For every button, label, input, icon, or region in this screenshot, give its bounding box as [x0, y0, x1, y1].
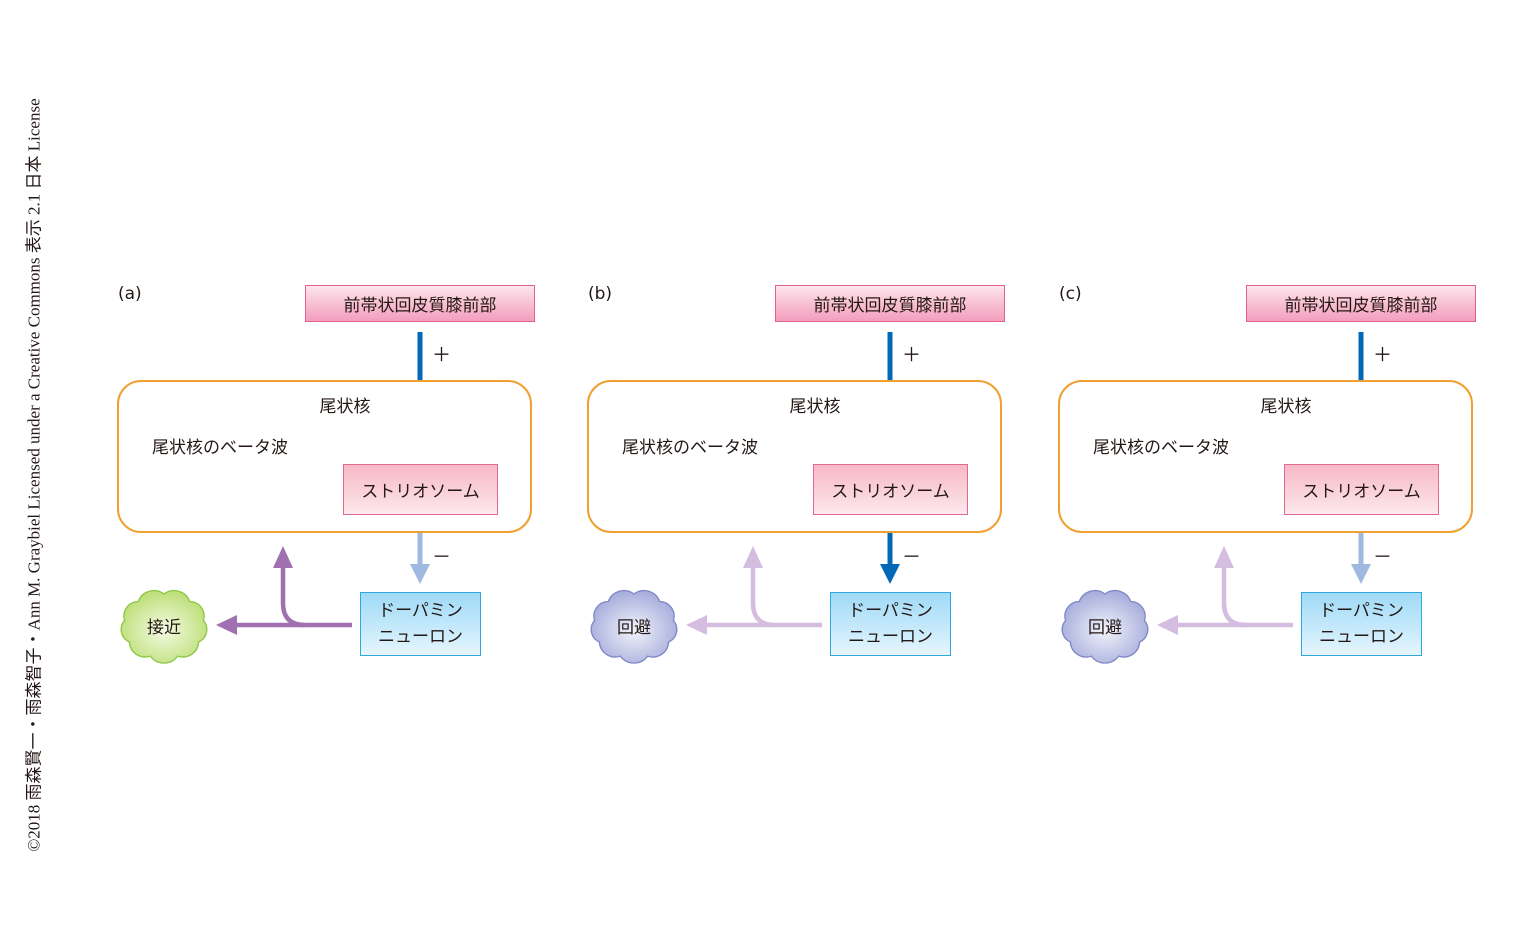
- arrowhead-dopamine-to-behavior: [216, 615, 237, 635]
- dopamine-neuron-box: ドーパミン ニューロン: [360, 592, 481, 656]
- caudate-nucleus-label: 尾状核: [1260, 397, 1312, 417]
- cortex-box-pregenual-acc: 前帯状回皮質膝前部: [1246, 285, 1476, 322]
- panel-label: (b): [588, 284, 613, 304]
- dopamine-label-line1: ドーパミン: [848, 601, 933, 621]
- excitatory-sign: ＋: [432, 344, 452, 366]
- caudate-nucleus-label: 尾状核: [789, 397, 841, 417]
- dopamine-label-line1: ドーパミン: [1319, 601, 1404, 621]
- diagram-panel-b: (b) 前帯状回皮質膝前部 ＋ 尾状核 尾状核のベータ波 ストリオソーム － ド…: [570, 270, 1020, 670]
- behavior-label: 接近: [147, 618, 181, 638]
- panel-label: (a): [118, 284, 142, 304]
- arrowhead-striosome-to-dopamine: [1351, 564, 1371, 584]
- dopamine-label-line1: ドーパミン: [378, 601, 463, 621]
- beta-wave-label: 尾状核のベータ波: [622, 438, 758, 458]
- arrow-dopamine-to-caudate: [1221, 566, 1293, 628]
- copyright-notice: ©2018 雨森賢一・雨森智子・Ann M. Graybiel Licensed…: [24, 98, 44, 852]
- arrowhead-dopamine-to-caudate: [273, 546, 293, 568]
- behavior-label: 回避: [1088, 618, 1122, 638]
- panel-label: (c): [1059, 284, 1082, 304]
- cortex-box-pregenual-acc: 前帯状回皮質膝前部: [305, 285, 535, 322]
- striosome-label: ストリオソーム: [831, 482, 950, 502]
- arrow-dopamine-to-caudate: [280, 566, 352, 628]
- cortex-label: 前帯状回皮質膝前部: [1284, 296, 1438, 316]
- dopamine-neuron-box: ドーパミン ニューロン: [1301, 592, 1422, 656]
- arrowhead-dopamine-to-caudate: [743, 546, 763, 568]
- striosome-box: ストリオソーム: [813, 464, 968, 515]
- arrowhead-striosome-to-dopamine: [410, 564, 430, 584]
- arrowhead-dopamine-to-caudate: [1214, 546, 1234, 568]
- arrow-dopamine-to-caudate: [750, 566, 822, 628]
- striosome-box: ストリオソーム: [343, 464, 498, 515]
- cortex-box-pregenual-acc: 前帯状回皮質膝前部: [775, 285, 1005, 322]
- caudate-nucleus-box: [1058, 380, 1473, 533]
- striosome-label: ストリオソーム: [361, 482, 480, 502]
- inhibitory-sign: －: [432, 546, 452, 568]
- beta-wave-label: 尾状核のベータ波: [1093, 438, 1229, 458]
- cortex-label: 前帯状回皮質膝前部: [813, 296, 967, 316]
- behavior-label: 回避: [617, 618, 651, 638]
- dopamine-label-line2: ニューロン: [1319, 627, 1404, 647]
- arrowhead-dopamine-to-behavior: [1157, 615, 1178, 635]
- striosome-label: ストリオソーム: [1302, 482, 1421, 502]
- inhibitory-sign: －: [902, 546, 922, 568]
- cortex-label: 前帯状回皮質膝前部: [343, 296, 497, 316]
- arrowhead-striosome-to-dopamine: [880, 564, 900, 584]
- diagram-panel-c: (c) 前帯状回皮質膝前部 ＋ 尾状核 尾状核のベータ波 ストリオソーム － ド…: [1041, 270, 1491, 670]
- dopamine-neuron-box: ドーパミン ニューロン: [830, 592, 951, 656]
- excitatory-sign: ＋: [902, 344, 922, 366]
- inhibitory-sign: －: [1373, 546, 1393, 568]
- dopamine-label-line2: ニューロン: [378, 627, 463, 647]
- caudate-nucleus-label: 尾状核: [319, 397, 371, 417]
- approach-cloud-icon: [120, 589, 208, 664]
- diagram-panel-a: (a) 前帯状回皮質膝前部 ＋ 尾状核 尾状核のベータ波 ストリオソーム － ド…: [100, 270, 550, 670]
- avoidance-cloud-icon: [1061, 589, 1149, 664]
- dopamine-label-line2: ニューロン: [848, 627, 933, 647]
- arrowhead-dopamine-to-behavior: [686, 615, 707, 635]
- beta-wave-label: 尾状核のベータ波: [152, 438, 288, 458]
- striosome-box: ストリオソーム: [1284, 464, 1439, 515]
- avoidance-cloud-icon: [590, 589, 678, 664]
- excitatory-sign: ＋: [1373, 344, 1393, 366]
- panel-graphics: [120, 332, 430, 664]
